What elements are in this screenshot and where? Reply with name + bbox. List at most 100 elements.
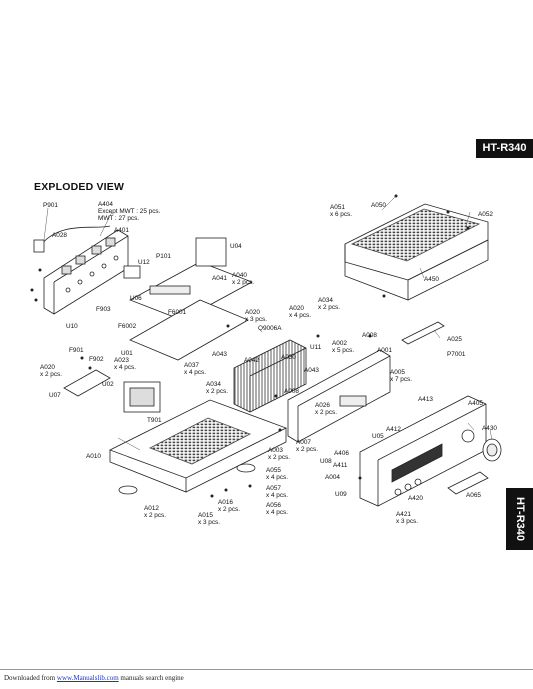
transformer-shape [123,381,161,413]
foot-right-shape [236,463,256,473]
label-P901: P901 [43,202,58,209]
label-F6002: F6002 [118,323,137,330]
label-U12: U12 [138,259,150,266]
label-A055: A055 [266,467,281,474]
section-title: EXPLODED VIEW [34,181,125,193]
label-A028: A028 [52,232,67,239]
rear-panel-shape [43,229,129,315]
chassis-shape [108,399,288,493]
label-U10: U10 [66,323,78,330]
power-plug-shape [33,239,45,253]
label-A016: A016 [218,499,233,506]
label-U01: U01 [121,350,133,357]
label-A421: A421 [396,511,411,518]
label-A002-q: x 5 pcs. [332,347,354,354]
model-header-label: HT-R340 [482,142,527,154]
power-cord-shape [39,225,111,247]
label-A034b-q: x 2 pcs. [206,388,228,395]
label-A002: A002 [332,340,347,347]
label-A008: A008 [362,332,377,339]
label-F902: F902 [89,356,104,363]
label-A034: A034 [318,297,333,304]
heatsink-shape [233,339,307,413]
foot-left-shape [118,485,138,495]
label-A055-q: x 4 pcs. [266,474,288,481]
label-A057: A057 [266,485,281,492]
label-A040-q: x 2 pcs. [232,279,254,286]
label-A050: A050 [371,202,386,209]
footer: Downloaded from www.Manualslib.com manua… [4,674,184,682]
label-A405: A405 [468,400,483,407]
label-A040: A040 [232,272,247,279]
label-A037-q: x 4 pcs. [184,369,206,376]
label-A056-q: x 4 pcs. [266,509,288,516]
label-A450: A450 [424,276,439,283]
footer-suffix: manuals search engine [118,674,184,682]
label-P7001: P7001 [447,351,466,358]
label-T901: T901 [147,417,162,424]
label-U06: U06 [130,295,142,302]
label-F901: F901 [69,347,84,354]
label-A043b: A043 [304,367,319,374]
label-A023-q: x 4 pcs. [114,364,136,371]
top-cover-shape [344,203,489,301]
label-A051-q: x 6 pcs. [330,211,352,218]
label-A056: A056 [266,502,281,509]
label-A020b: A020 [289,305,304,312]
part-labels: P901 A404 Except MWT : 25 pcs. MWT : 27 … [40,201,497,526]
label-A015: A015 [198,512,213,519]
label-A020-q: x 3 pcs. [245,316,267,323]
label-A005: A005 [390,369,405,376]
label-A043: A043 [212,351,227,358]
label-U07: U07 [49,392,61,399]
label-A026: A026 [315,402,330,409]
label-F6001: F6001 [168,309,187,316]
label-A008b: A008 [284,388,299,395]
label-A007: A007 [296,439,311,446]
label-A052: A052 [478,211,493,218]
label-A065: A065 [466,492,481,499]
label-A057-q: x 4 pcs. [266,492,288,499]
label-A010: A010 [86,453,101,460]
door-shape [447,471,489,495]
label-A020c: A020 [40,364,55,371]
label-A034b: A034 [206,381,221,388]
footer-link[interactable]: www.Manualslib.com [56,674,119,682]
front-panel-shape [359,395,487,507]
label-A404: A404 [98,201,113,208]
label-A030: A030 [281,354,296,361]
label-A034-q: x 2 pcs. [318,304,340,311]
power-board-shape [63,369,111,397]
label-U11: U11 [310,344,322,351]
footer-rule [0,669,533,670]
label-U08: U08 [320,458,332,465]
label-A016-q: x 2 pcs. [218,506,240,513]
label-A023: A023 [114,357,129,364]
bracket-shape [401,321,445,345]
leader-lines [43,195,493,451]
label-A007-q: x 2 pcs. [296,446,318,453]
label-A037: A037 [184,362,199,369]
label-U05: U05 [372,433,384,440]
label-A012: A012 [144,505,159,512]
label-A001: A001 [377,347,392,354]
label-A012-q: x 2 pcs. [144,512,166,519]
label-A004: A004 [325,474,340,481]
label-A430: A430 [482,425,497,432]
label-A005-q: x 7 pcs. [390,376,412,383]
label-A420: A420 [408,495,423,502]
label-P101: P101 [156,253,171,260]
label-A413: A413 [418,396,433,403]
label-A025: A025 [447,336,462,343]
label-A041: A041 [212,275,227,282]
label-A404-l2: MWT : 27 pcs. [98,215,139,222]
label-A421-q: x 3 pcs. [396,518,418,525]
label-U09: U09 [335,491,347,498]
label-A412: A412 [386,426,401,433]
sub-chassis-shape [287,349,391,443]
footer-prefix: Downloaded from [4,674,57,682]
main-pcb-shape [123,237,253,321]
label-U02: U02 [102,381,114,388]
label-A015-q: x 3 pcs. [198,519,220,526]
